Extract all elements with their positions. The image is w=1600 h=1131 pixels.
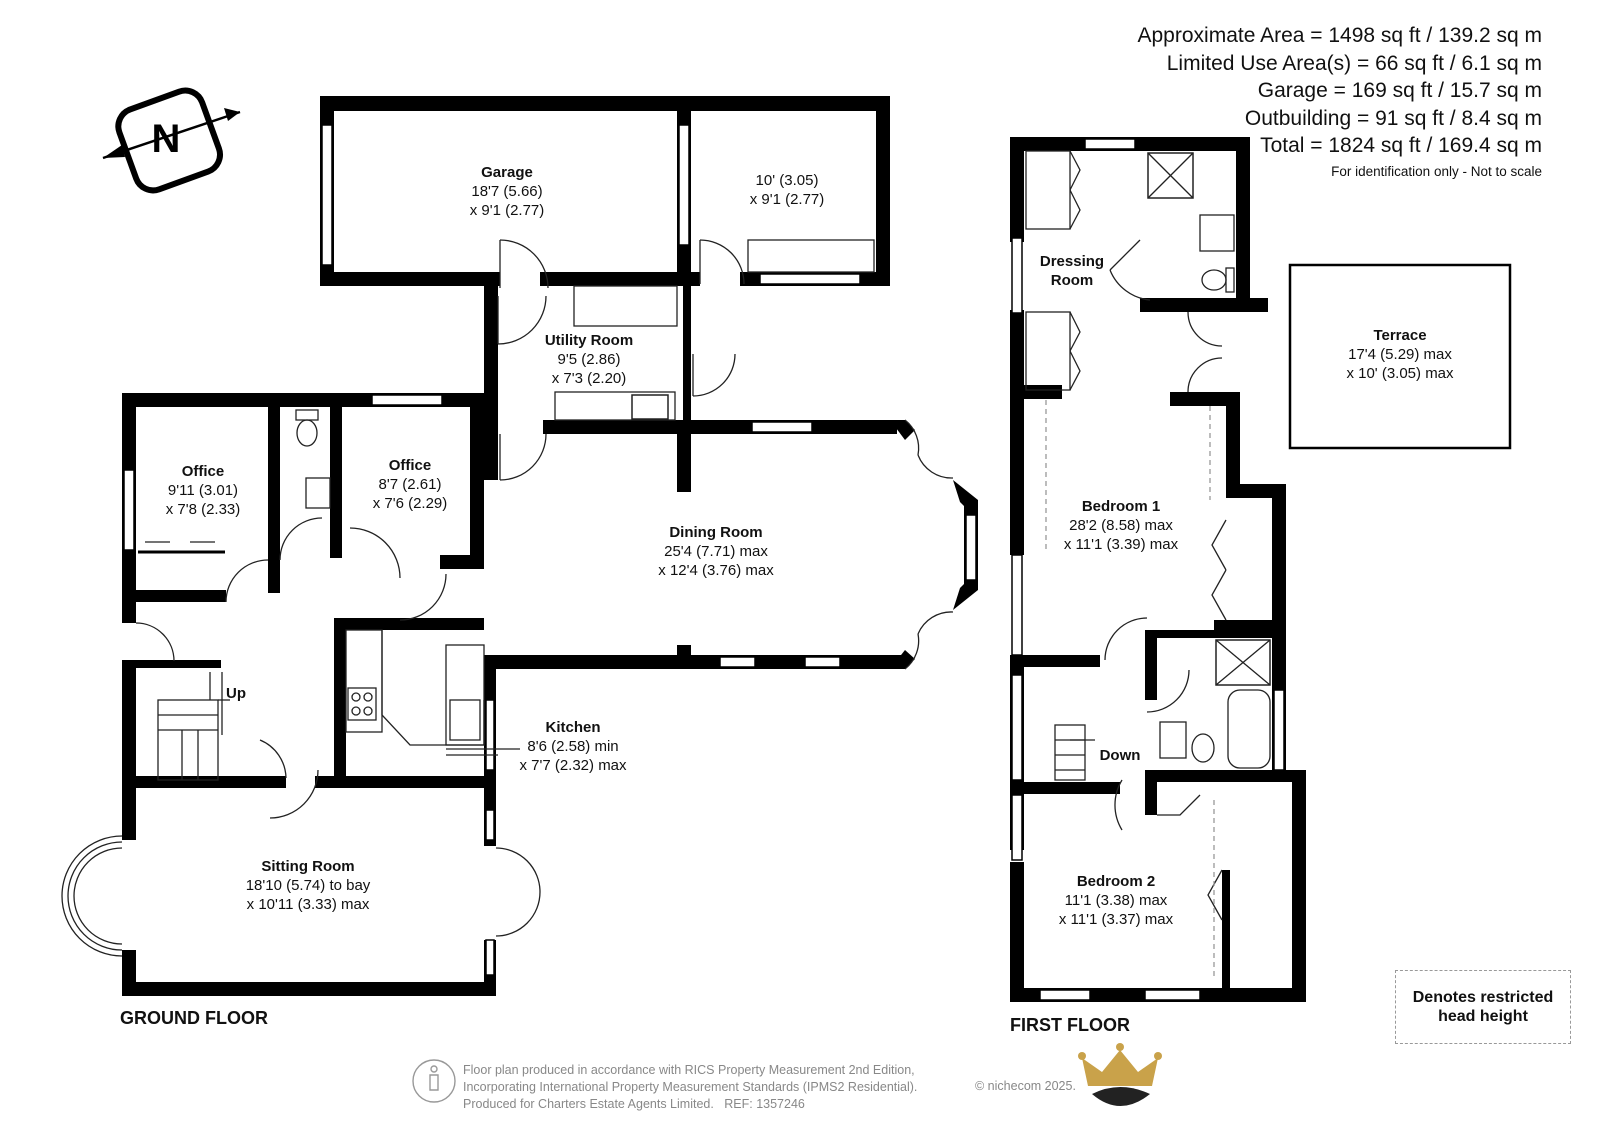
office1-dim2: x 7'8 (2.33) — [166, 501, 241, 518]
terrace-dim1: 17'4 (5.29) max — [1348, 346, 1452, 363]
office2-dim2: x 7'6 (2.29) — [373, 495, 448, 512]
area-summary: Approximate Area = 1498 sq ft / 139.2 sq… — [1138, 22, 1543, 184]
garage-dim1: 18'7 (5.66) — [471, 183, 542, 200]
footer-line1: Floor plan produced in accordance with R… — [463, 1063, 915, 1077]
legend-line1: Denotes restricted — [1412, 989, 1554, 1006]
kitchen-dim1: 8'6 (2.58) min — [527, 738, 618, 755]
sitting-dim1: 18'10 (5.74) to bay — [246, 877, 371, 894]
garage-name: Garage — [481, 164, 533, 181]
area-garage: Garage = 169 sq ft / 15.7 sq m — [1257, 79, 1542, 102]
office1-dim1: 9'11 (3.01) — [168, 482, 238, 499]
area-total: Total = 1824 sq ft / 169.4 sq m — [1260, 134, 1542, 157]
legend-line2: head height — [1438, 1008, 1528, 1025]
utility-name: Utility Room — [545, 332, 633, 349]
ground-floor-windows — [123, 124, 977, 976]
dining-dim2: x 12'4 (3.76) max — [658, 562, 774, 579]
bedroom1-name: Bedroom 1 — [1082, 498, 1160, 515]
footer-line3-wrap: Produced for Charters Estate Agents Limi… — [463, 1096, 917, 1113]
utility-dim1: 9'5 (2.86) — [558, 351, 621, 368]
bedroom2-name: Bedroom 2 — [1077, 873, 1155, 890]
stairs-down-label: Down — [1100, 747, 1141, 764]
compass-letter: N — [152, 117, 181, 161]
bedroom1-dim2: x 11'1 (3.39) max — [1064, 536, 1179, 553]
restricted-height-legend: Denotes restricted head height — [1395, 970, 1571, 1044]
outbuilding-dim1: 10' (3.05) — [756, 172, 819, 189]
footer-line2: Incorporating International Property Mea… — [463, 1080, 918, 1094]
ground-floor-labels: Garage 18'7 (5.66) x 9'1 (2.77) 10' (3.0… — [120, 164, 824, 1028]
sitting-dim2: x 10'11 (3.33) max — [247, 896, 370, 913]
footer-disclaimer: Floor plan produced in accordance with R… — [463, 1062, 917, 1113]
area-approximate: Approximate Area = 1498 sq ft / 139.2 sq… — [1137, 24, 1543, 47]
terrace-name: Terrace — [1373, 327, 1426, 344]
kitchen-name: Kitchen — [545, 719, 600, 736]
garage-dim2: x 9'1 (2.77) — [470, 202, 545, 219]
bedroom2-dim2: x 11'1 (3.37) max — [1059, 911, 1174, 928]
first-floor-windows — [1011, 138, 1285, 1001]
compass-arrow-south — [103, 145, 125, 158]
office2-name: Office — [389, 457, 432, 474]
sitting-name: Sitting Room — [261, 858, 354, 875]
dressing-name-line1: Dressing — [1040, 253, 1104, 270]
first-floor-fixtures — [1025, 150, 1512, 980]
bedroom2-dim1: 11'1 (3.38) max — [1065, 892, 1168, 909]
scale-note: For identification only - Not to scale — [1331, 163, 1542, 179]
ground-floor-walls — [122, 96, 978, 996]
compass-arrow-north — [224, 108, 240, 121]
person-icon — [412, 1059, 456, 1103]
footer-ref: REF: 1357246 — [724, 1097, 805, 1111]
first-floor-labels: Dressing Room Terrace 17'4 (5.29) max x … — [1010, 253, 1454, 1035]
compass-frame — [115, 87, 223, 194]
area-limited-use: Limited Use Area(s) = 66 sq ft / 6.1 sq … — [1166, 51, 1542, 75]
outbuilding-dim2: x 9'1 (2.77) — [750, 191, 825, 208]
footer-brand: © nichecom 2025. — [975, 1079, 1076, 1093]
compass: N — [102, 87, 241, 194]
ground-floor-fixtures — [61, 239, 954, 957]
kitchen-dim2: x 7'7 (2.32) max — [519, 757, 627, 774]
dressing-name-line2: Room — [1051, 272, 1094, 289]
dining-name: Dining Room — [669, 524, 762, 541]
footer-line3: Produced for Charters Estate Agents Limi… — [463, 1097, 714, 1111]
bedroom1-dim1: 28'2 (8.58) max — [1069, 517, 1173, 534]
terrace-dim2: x 10' (3.05) max — [1346, 365, 1454, 382]
stairs-up-label: Up — [226, 685, 246, 702]
utility-dim2: x 7'3 (2.20) — [552, 370, 627, 387]
compass-needle — [102, 110, 241, 160]
office1-name: Office — [182, 463, 225, 480]
office2-dim1: 8'7 (2.61) — [379, 476, 442, 493]
dining-dim1: 25'4 (7.71) max — [664, 543, 768, 560]
area-outbuilding: Outbuilding = 91 sq ft / 8.4 sq m — [1244, 106, 1542, 130]
first-floor-title: FIRST FLOOR — [1010, 1015, 1130, 1035]
crown-logo — [1078, 1043, 1162, 1106]
ground-floor-title: GROUND FLOOR — [120, 1008, 268, 1028]
